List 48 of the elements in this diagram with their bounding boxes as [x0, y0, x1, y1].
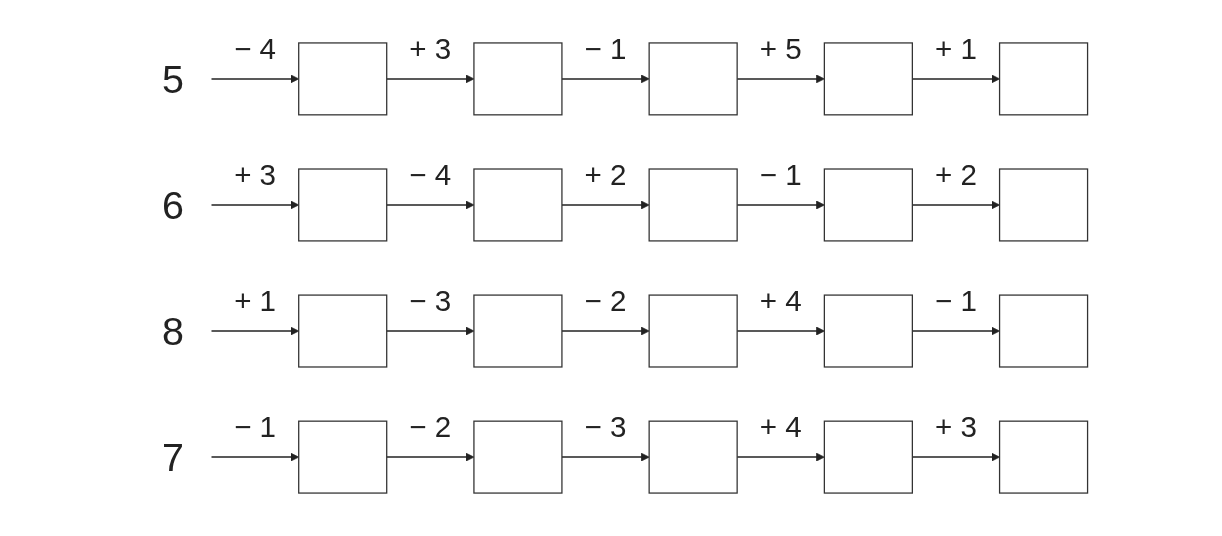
node-box: [473, 42, 563, 116]
edge-label: + 3: [234, 158, 277, 192]
edge-label: − 3: [584, 410, 627, 444]
node-box: [473, 168, 563, 242]
edge-label: − 1: [234, 410, 277, 444]
node-box: [298, 420, 388, 494]
edge-label: + 5: [759, 32, 802, 66]
edge-label: − 1: [584, 32, 627, 66]
edge-label: + 1: [234, 284, 277, 318]
node-box: [998, 168, 1089, 242]
edge-label: + 1: [935, 32, 977, 66]
node-box: [473, 420, 563, 494]
node-text: 6: [162, 183, 184, 227]
arrow: [561, 200, 650, 210]
edge-label: + 2: [584, 158, 627, 192]
node-text: 5: [162, 57, 184, 101]
node-box: [823, 420, 913, 494]
node-box: [998, 294, 1089, 368]
edge-label: − 4: [234, 32, 277, 66]
edge-label: − 4: [409, 158, 452, 192]
node-box: [998, 42, 1089, 116]
node-box: [648, 42, 738, 116]
edge-label: − 1: [935, 284, 977, 318]
node-box: [823, 294, 913, 368]
edge-label: + 4: [759, 284, 802, 318]
edge-label: − 1: [759, 158, 802, 192]
node-box: [298, 168, 388, 242]
node-box: [648, 420, 738, 494]
node-box: [823, 168, 913, 242]
edge-label: + 3: [935, 410, 977, 444]
node-box: [298, 42, 388, 116]
arrow: [561, 452, 650, 462]
node-box: [473, 294, 563, 368]
edge-label: + 2: [935, 158, 977, 192]
node-box: [823, 42, 913, 116]
node-box: [648, 168, 738, 242]
arrow: [561, 74, 650, 84]
node-box: [648, 294, 738, 368]
node-text: 8: [162, 309, 184, 353]
node-text: 7: [162, 435, 184, 479]
edge-label: − 3: [409, 284, 452, 318]
edge-label: + 4: [759, 410, 802, 444]
edge-label: + 3: [409, 32, 452, 66]
edge-label: − 2: [409, 410, 452, 444]
edge-label: − 2: [584, 284, 627, 318]
node-box: [298, 294, 388, 368]
node-box: [998, 420, 1089, 494]
arrow: [561, 326, 650, 336]
